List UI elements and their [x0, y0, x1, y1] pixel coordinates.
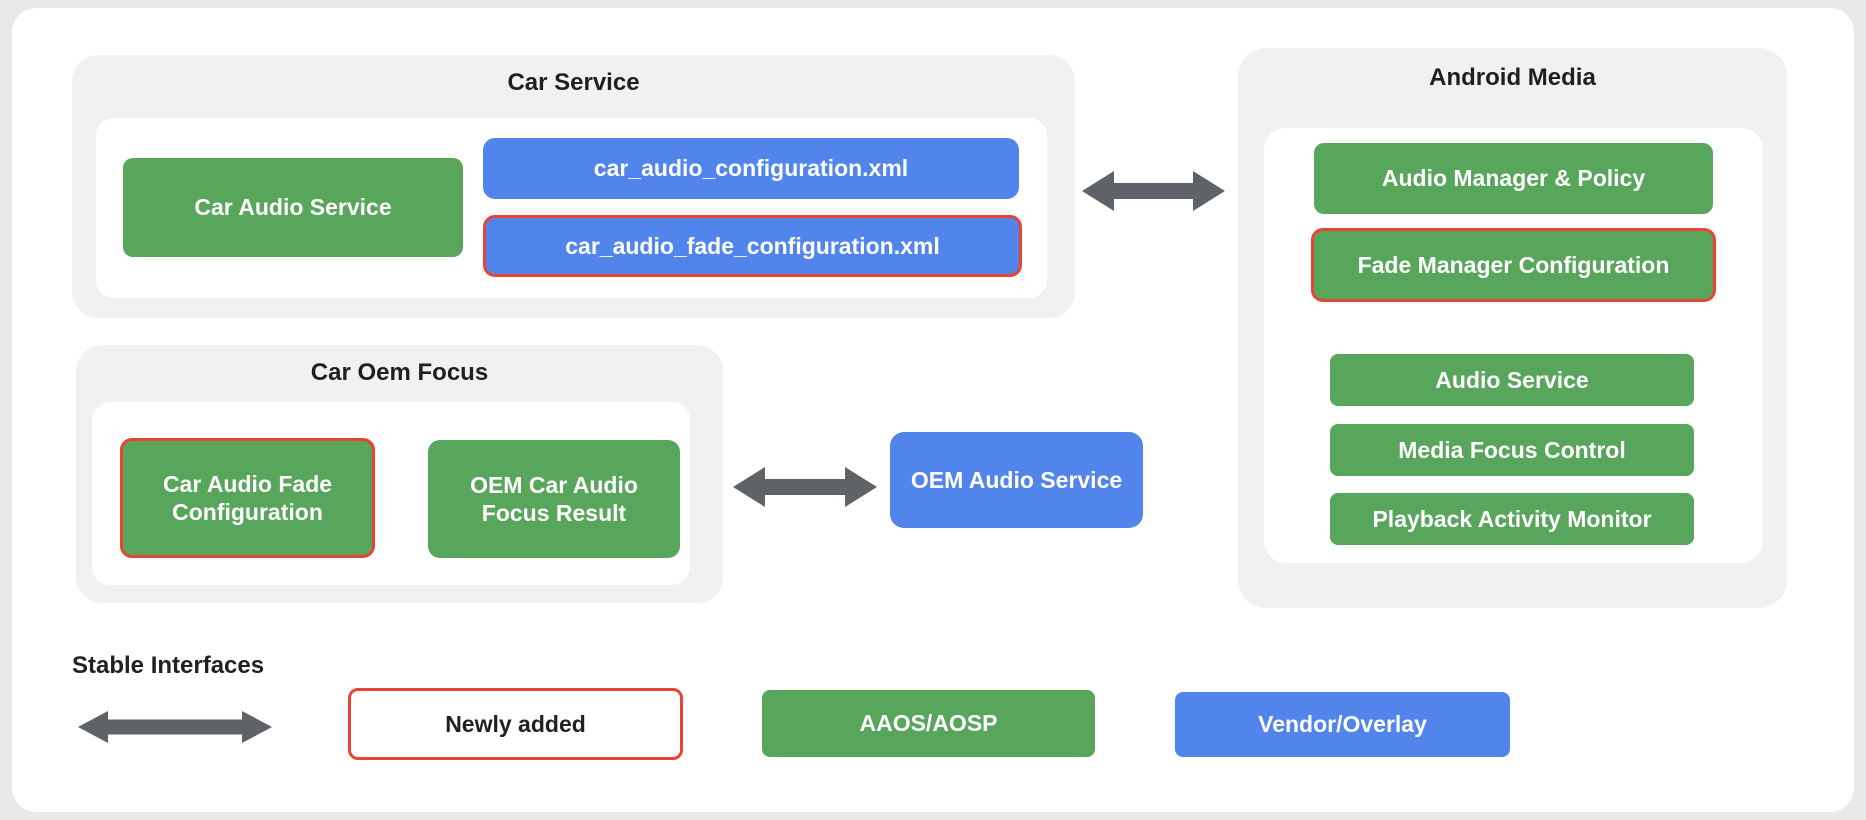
- legend-vendor-overlay-box: Vendor/Overlay: [1175, 692, 1510, 757]
- playback-activity-monitor-box: Playback Activity Monitor: [1330, 493, 1694, 545]
- fade-manager-configuration-box: Fade Manager Configuration: [1311, 228, 1716, 302]
- car-audio-fade-configuration-box: Car Audio Fade Configuration: [120, 438, 375, 558]
- audio-manager-policy-box: Audio Manager & Policy: [1314, 143, 1713, 214]
- car-audio-configuration-xml-box: car_audio_configuration.xml: [483, 138, 1019, 199]
- oem-car-audio-focus-result-box: OEM Car Audio Focus Result: [428, 440, 680, 558]
- audio-service-box: Audio Service: [1330, 354, 1694, 406]
- legend-newly-added-box: Newly added: [348, 688, 683, 760]
- car-audio-fade-configuration-xml-box: car_audio_fade_configuration.xml: [483, 215, 1022, 277]
- bidirectional-arrow-car-oem-focus-oem-audio-service-icon: [733, 466, 877, 508]
- android-media-title: Android Media: [1429, 64, 1596, 91]
- car-audio-service-box: Car Audio Service: [123, 158, 463, 257]
- legend-aaos-aosp-box: AAOS/AOSP: [762, 690, 1095, 757]
- stable-interfaces-arrow-icon: [78, 709, 272, 745]
- stable-interfaces-label: Stable Interfaces: [72, 652, 265, 679]
- bidirectional-arrow-car-service-android-media-icon: [1082, 170, 1225, 212]
- car-service-title: Car Service: [507, 69, 640, 96]
- media-focus-control-box: Media Focus Control: [1330, 424, 1694, 476]
- car-oem-focus-title: Car Oem Focus: [310, 359, 489, 386]
- oem-audio-service-box: OEM Audio Service: [890, 432, 1143, 528]
